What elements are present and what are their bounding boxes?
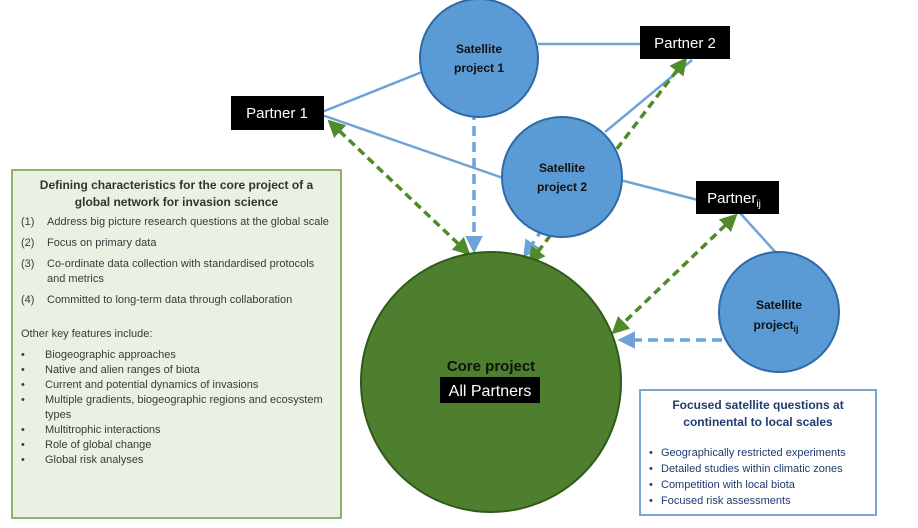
satellite-2-label-line2: project 2 — [537, 180, 587, 194]
partner-ij-label-sub: ij — [756, 199, 760, 210]
other-features-intro: Other key features include: — [21, 328, 153, 340]
bullet-text: Geographically restricted experiments — [661, 447, 846, 459]
satellite-panel-title: Focused satellite questions at continent… — [672, 398, 844, 429]
list-item: • Competition with local biota — [649, 477, 867, 493]
other-features-list: • Biogeographic approaches • Native and al… — [21, 348, 332, 468]
core-panel-title: Defining characteristics for the core pr… — [39, 178, 314, 209]
list-item: • Current and potential dynamics of invas… — [21, 378, 332, 393]
bullet-icon: • — [21, 364, 25, 376]
bullet-icon: • — [649, 479, 653, 491]
list-item: • Role of global change — [21, 438, 332, 453]
satellite-questions-list: • Geographically restricted experiments •… — [649, 445, 867, 509]
bullet-icon: • — [21, 394, 25, 406]
satellite-ij-label-main: project — [753, 318, 793, 332]
list-item: • Detailed studies within climatic zones — [649, 461, 867, 477]
bullet-icon: • — [649, 447, 653, 459]
bullet-text: Role of global change — [45, 439, 152, 451]
bullet-text: Focused risk assessments — [661, 495, 791, 507]
list-item: (3) Co-ordinate data collection with stan… — [21, 257, 332, 287]
list-item: • Biogeographic approaches — [21, 348, 332, 363]
bullet-icon: • — [21, 439, 25, 451]
bullet-icon: • — [21, 349, 25, 361]
link-satellite2-partnerij — [619, 178, 699, 202]
satellite-project-ij-node: Satellite projectij — [718, 251, 840, 373]
link-partnerij-satelliteij — [739, 212, 779, 256]
satellite-project-1-node: Satellite project 1 — [419, 0, 539, 118]
item-number: (4) — [21, 294, 35, 306]
satellite-1-label-line2: project 1 — [454, 61, 504, 75]
core-project-label: Core project — [447, 358, 535, 375]
bullet-icon: • — [21, 424, 25, 436]
core-characteristics-panel: Defining characteristics for the core pr… — [11, 169, 342, 519]
bullet-text: Global risk analyses — [45, 454, 144, 466]
link-partner1-satellite1 — [321, 70, 423, 114]
partner-1-node: Partner 1 — [231, 96, 324, 130]
partner-ij-node: Partnerij — [696, 181, 779, 214]
list-item: (1) Address big picture research question… — [21, 215, 332, 230]
partner-1-label: Partner 1 — [246, 105, 308, 122]
item-number: (2) — [21, 237, 35, 249]
list-item: • Focused risk assessments — [649, 493, 867, 509]
satellite-ij-label-line1: Satellite — [756, 298, 802, 312]
list-item: (4) Committed to long-term data through c… — [21, 293, 332, 308]
bullet-icon: • — [21, 454, 25, 466]
item-text: Focus on primary data — [47, 237, 157, 249]
item-text: Committed to long-term data through coll… — [47, 294, 293, 306]
list-item: • Global risk analyses — [21, 453, 332, 468]
partner-2-node: Partner 2 — [640, 26, 730, 59]
satellite-project-2-node: Satellite project 2 — [501, 116, 623, 238]
list-item: (2) Focus on primary data — [21, 236, 332, 251]
list-item: • Multiple gradients, biogeographic regio… — [21, 393, 332, 423]
bullet-icon: • — [649, 495, 653, 507]
core-characteristics-list: (1) Address big picture research question… — [21, 215, 332, 308]
arrow-partner1-core — [327, 119, 471, 256]
link-partner1-satellite2 — [321, 113, 504, 180]
satellite-questions-panel: Focused satellite questions at continent… — [639, 389, 877, 516]
link-satellite2-partner2 — [604, 59, 693, 133]
bullet-text: Competition with local biota — [661, 479, 795, 491]
partner-ij-label-main: Partner — [707, 190, 756, 207]
core-project-node: Core project All Partners — [360, 251, 622, 513]
bullet-icon: • — [649, 463, 653, 475]
bullet-text: Biogeographic approaches — [45, 349, 176, 361]
bullet-text: Multiple gradients, biogeographic region… — [45, 394, 323, 421]
bullet-text: Current and potential dynamics of invasi… — [45, 379, 259, 391]
list-item: • Native and alien ranges of biota — [21, 363, 332, 378]
bullet-text: Native and alien ranges of biota — [45, 364, 200, 376]
satellite-2-label-line1: Satellite — [539, 161, 585, 175]
partner-2-label: Partner 2 — [654, 35, 716, 52]
item-number: (3) — [21, 258, 35, 270]
arrow-partnerij-core — [611, 213, 738, 335]
partner-ij-label: Partnerij — [707, 190, 761, 210]
core-all-partners-label: All Partners — [449, 383, 532, 400]
bullet-icon: • — [21, 379, 25, 391]
satellite-ij-label-line2: projectij — [753, 318, 798, 334]
item-text: Co-ordinate data collection with standar… — [47, 258, 315, 285]
core-all-partners-box — [440, 377, 540, 403]
list-item: • Multitrophic interactions — [21, 423, 332, 438]
bullet-text: Detailed studies within climatic zones — [661, 463, 843, 475]
item-text: Address big picture research questions a… — [47, 216, 329, 228]
satellite-ij-label-sub: ij — [794, 324, 799, 334]
item-number: (1) — [21, 216, 35, 228]
bullet-text: Multitrophic interactions — [45, 424, 161, 436]
satellite-1-label-line1: Satellite — [456, 42, 502, 56]
list-item: • Geographically restricted experiments — [649, 445, 867, 461]
